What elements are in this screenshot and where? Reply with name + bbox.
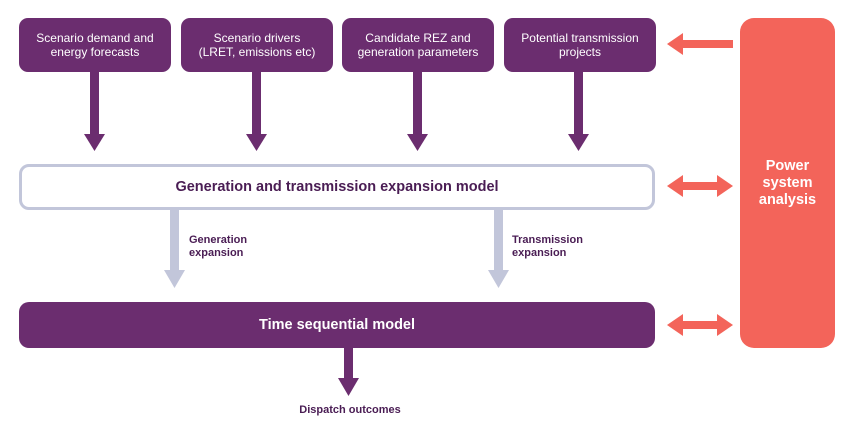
transmission-expansion-label: Transmission expansion — [512, 234, 583, 259]
arrow-transmission-expansion — [488, 210, 509, 288]
expansion-model-box: Generation and transmission expansion mo… — [19, 164, 655, 210]
time-sequential-model-box: Time sequential model — [19, 302, 655, 348]
demand-forecasts-box: Scenario demand and energy forecasts — [19, 18, 171, 72]
arrow-transmission-to-expansion — [568, 72, 589, 151]
arrow-generation-expansion — [164, 210, 185, 288]
scenario-drivers-box: Scenario drivers (LRET, emissions etc) — [181, 18, 333, 72]
arrow-rez-to-expansion — [407, 72, 428, 151]
arrow-drivers-to-expansion — [246, 72, 267, 151]
arrow-psa-to-projects — [667, 33, 733, 55]
power-system-analysis-box: Power system analysis — [740, 18, 835, 348]
double-arrow-timeseq-psa — [667, 314, 733, 336]
arrow-to-dispatch — [338, 348, 359, 396]
rez-parameters-box: Candidate REZ and generation parameters — [342, 18, 494, 72]
dispatch-outcomes-label: Dispatch outcomes — [299, 404, 401, 416]
generation-expansion-label: Generation expansion — [189, 234, 248, 259]
double-arrow-expansion-psa — [667, 175, 733, 197]
transmission-projects-box: Potential transmission projects — [504, 18, 656, 72]
arrow-demand-to-expansion — [84, 72, 105, 151]
